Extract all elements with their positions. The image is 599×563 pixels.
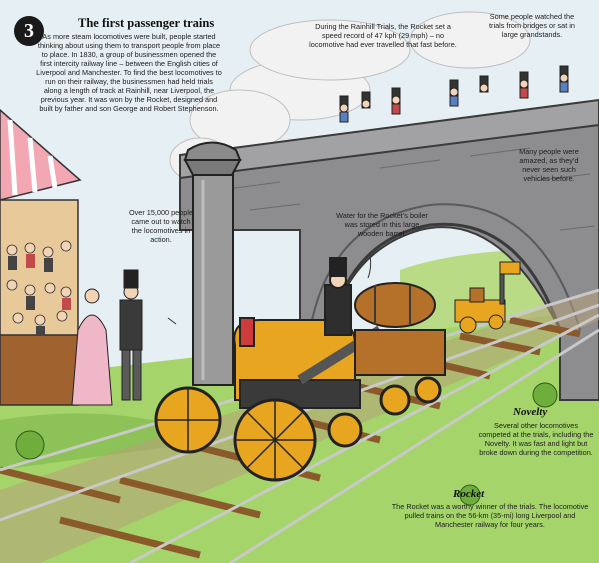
- bushes: [15, 382, 558, 506]
- barrel-callout: Water for the Rocket’s boiler was stored…: [336, 211, 428, 238]
- spectators: [71, 269, 143, 406]
- section-number: 3: [24, 20, 34, 42]
- intro-paragraph: As more steam locomotives were built, pe…: [36, 32, 222, 113]
- rocket-locomotive: [154, 141, 446, 482]
- speed-record-callout: During the Rainhill Trials, the Rocket s…: [309, 22, 457, 49]
- novelty-locomotive: [454, 261, 521, 334]
- bridge-crowd: [339, 65, 569, 123]
- crowd-callout: Over 15,000 people came out to watch the…: [128, 208, 194, 244]
- rocket-description: The Rocket was a worthy winner of the tr…: [391, 502, 589, 529]
- rocket-title: Rocket: [453, 488, 485, 500]
- callout-lines: [167, 254, 372, 325]
- novelty-description: Several other locomotives competed at th…: [478, 421, 594, 457]
- bridges-callout: Some people watched the trials from brid…: [489, 12, 575, 39]
- grandstand: [0, 109, 82, 406]
- section-number-badge: 3: [14, 16, 44, 46]
- amazed-callout: Many people were amazed, as they’d never…: [519, 147, 579, 183]
- section-title: The first passenger trains: [78, 16, 215, 30]
- novelty-title: Novelty: [513, 406, 548, 418]
